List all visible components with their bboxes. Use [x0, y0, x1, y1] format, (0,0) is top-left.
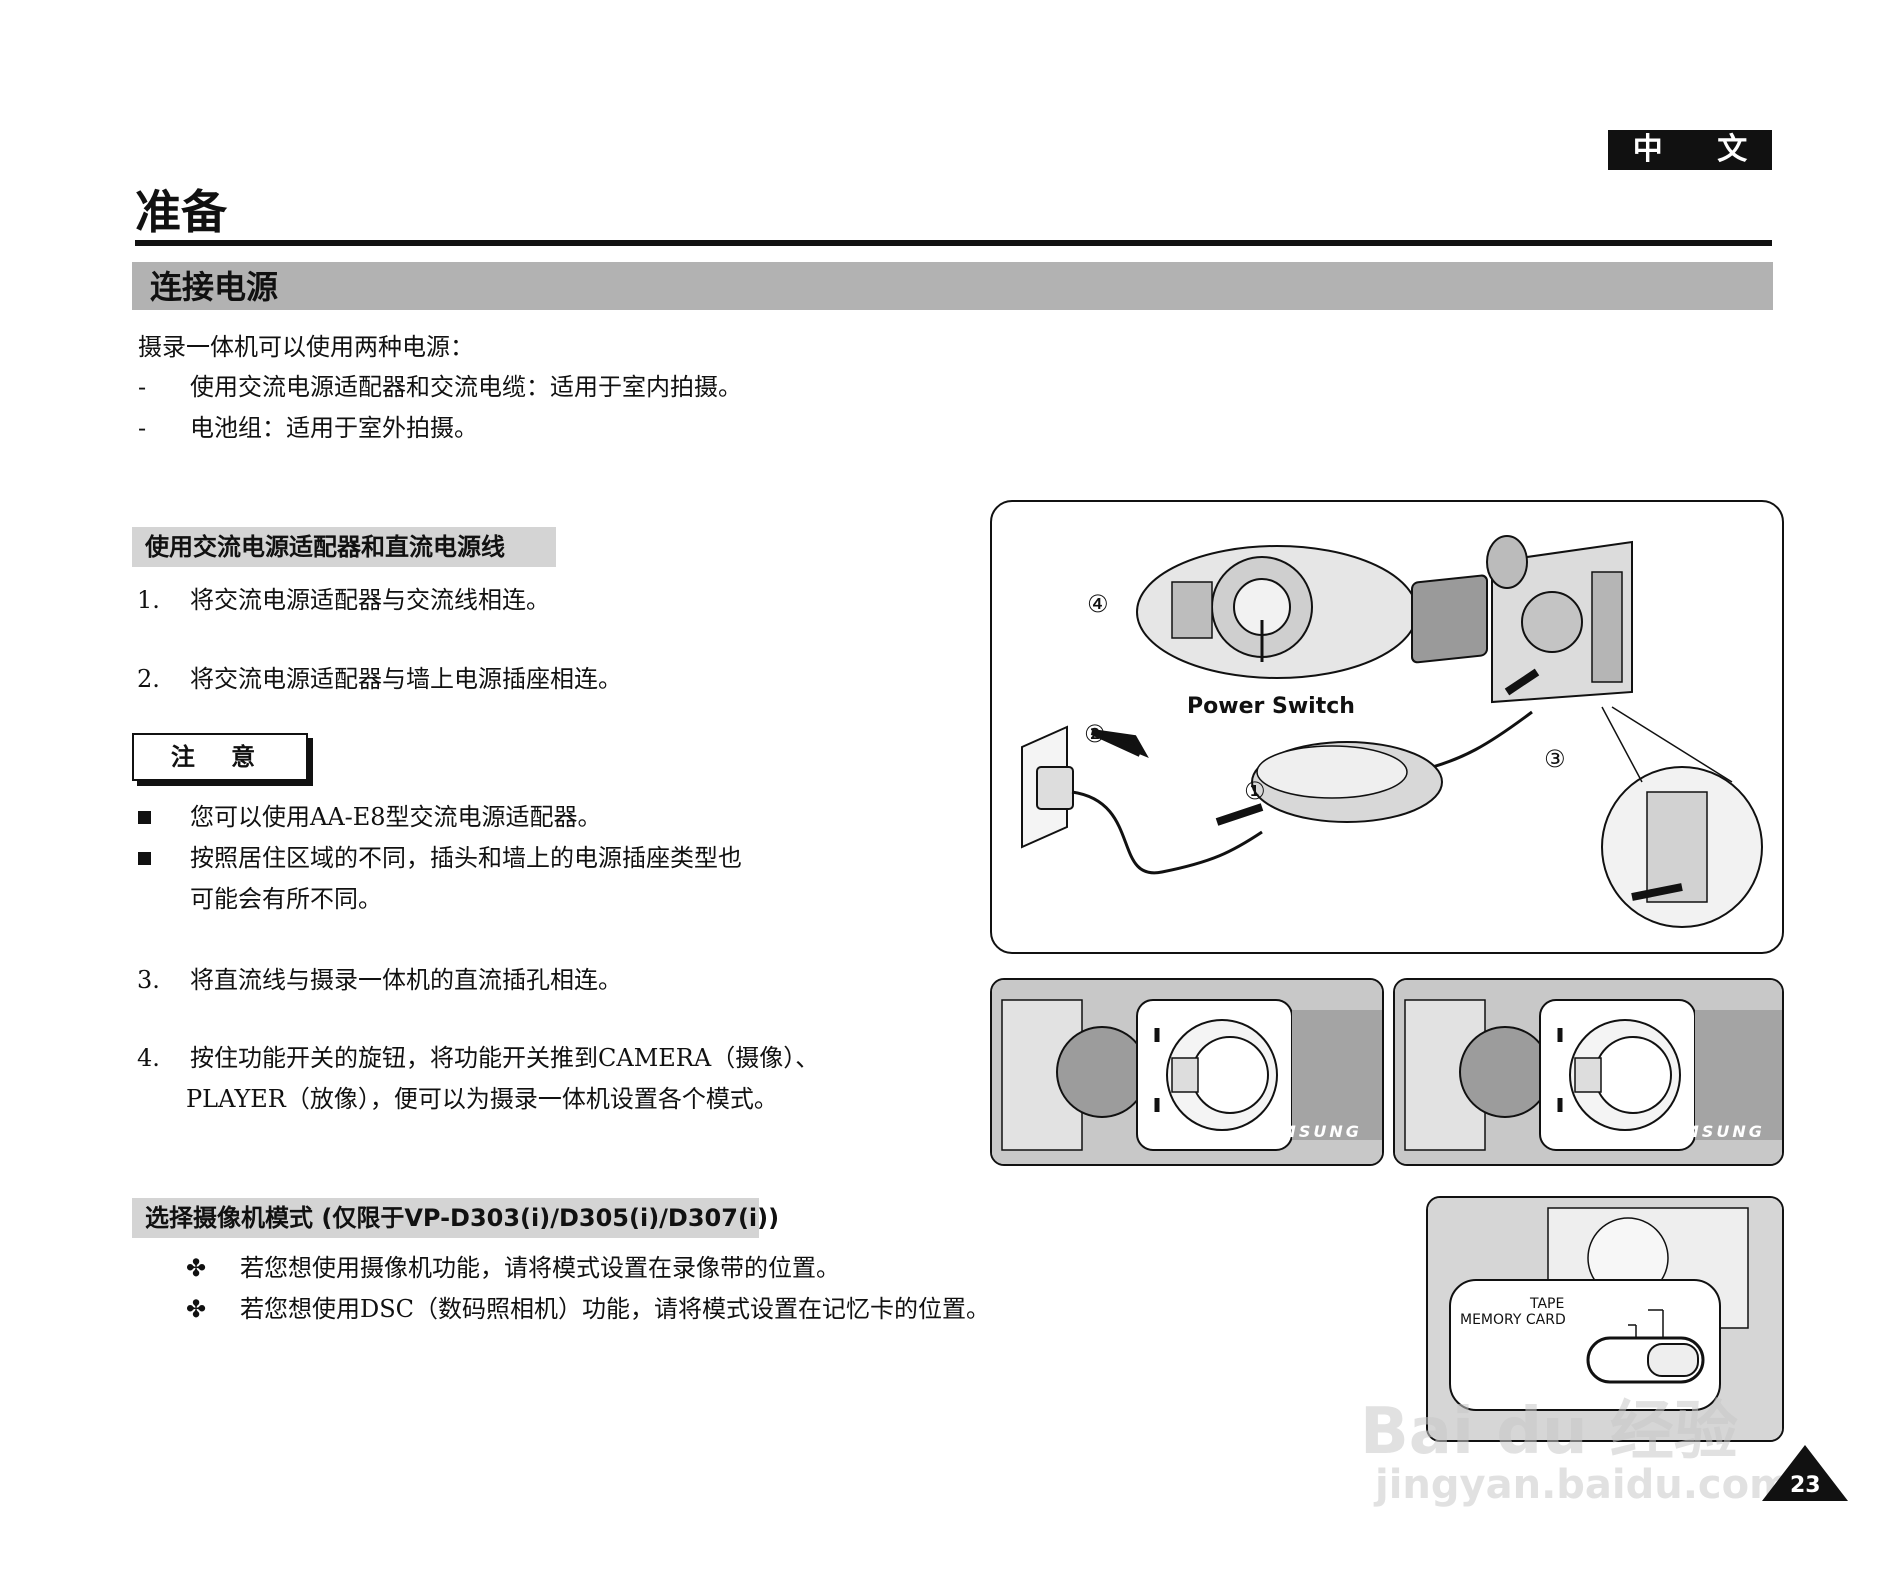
step-number: 4. [137, 1044, 160, 1072]
note-bullet [138, 852, 151, 865]
note-text-continued: 可能会有所不同。 [190, 885, 382, 913]
power-connection-figure: Power Switch ④ ② ① ③ [990, 500, 1784, 954]
title-rule [135, 240, 1772, 246]
step-number: 2. [137, 665, 160, 693]
step-text: 将直流线与摄录一体机的直流插孔相连。 [190, 966, 622, 994]
page-number-badge [1762, 1445, 1848, 1501]
intro-line: 摄录一体机可以使用两种电源： [138, 333, 474, 361]
step-text: 将交流电源适配器与交流线相连。 [190, 586, 550, 614]
section-title: 连接电源 [150, 268, 279, 306]
mode-dial-figure-left: SAMSUNG [990, 978, 1384, 1166]
ac-section-title: 使用交流电源适配器和直流电源线 [145, 533, 505, 561]
step-text-continued: PLAYER（放像），便可以为摄录一体机设置各个模式。 [186, 1085, 778, 1113]
note-text: 按照居住区域的不同，插头和墙上的电源插座类型也 [190, 844, 742, 872]
step-number: 3. [137, 966, 160, 994]
intro-bullet: - [138, 414, 147, 442]
step-text: 将交流电源适配器与墙上电源插座相连。 [190, 665, 622, 693]
intro-bullet: - [138, 373, 147, 401]
brand-label: SAMSUNG [1653, 1122, 1765, 1141]
mode-item: 若您想使用摄像机功能，请将模式设置在录像带的位置。 [240, 1254, 840, 1282]
step-number: 1. [137, 586, 160, 614]
memory-card-label: MEMORY CARD [1460, 1312, 1566, 1328]
intro-item: 电池组：适用于室外拍摄。 [190, 414, 478, 442]
watermark-logo: Bai du 经验 [1360, 1395, 1738, 1469]
section-bar [132, 262, 1773, 310]
mode-dial-illustration [992, 980, 1382, 1164]
note-bullet [138, 811, 151, 824]
power-connection-illustration [1021, 535, 1763, 928]
tape-label: TAPE [1530, 1296, 1565, 1312]
step-marker-2: ② [1084, 720, 1106, 748]
step-marker-3: ③ [1544, 745, 1566, 773]
mode-section-bar [132, 1198, 759, 1238]
mode-item: 若您想使用DSC（数码照相机）功能，请将模式设置在记忆卡的位置。 [240, 1295, 991, 1323]
mode-section-title: 选择摄像机模式 (仅限于VP-D303(i)/D305(i)/D307(i)) [145, 1204, 780, 1232]
page-title: 准备 [135, 185, 227, 239]
step-marker-1: ① [1244, 777, 1266, 805]
mode-dial-figure-right: SAMSUNG [1393, 978, 1784, 1166]
ac-section-bar [132, 527, 556, 567]
page-number: 23 [1790, 1473, 1821, 1498]
note-label: 注 意 [132, 733, 308, 781]
tape-memory-switch-figure: TAPE MEMORY CARD [1426, 1196, 1784, 1442]
step-text: 按住功能开关的旋钮，将功能开关推到CAMERA（摄像）、 [190, 1044, 820, 1072]
power-switch-label: Power Switch [1187, 694, 1355, 719]
language-badge: 中 文 [1608, 130, 1772, 170]
note-text: 您可以使用AA-E8型交流电源适配器。 [190, 803, 602, 831]
tape-memory-switch-illustration [1428, 1198, 1782, 1440]
brand-label: SAMSUNG [1250, 1122, 1362, 1141]
mode-bullet: ✤ [186, 1254, 207, 1282]
mode-dial-illustration [1395, 980, 1782, 1164]
mode-bullet: ✤ [186, 1295, 207, 1323]
watermark-url: jingyan.baidu.com [1375, 1462, 1791, 1508]
step-marker-4: ④ [1087, 590, 1109, 618]
intro-item: 使用交流电源适配器和交流电缆：适用于室内拍摄。 [190, 373, 742, 401]
